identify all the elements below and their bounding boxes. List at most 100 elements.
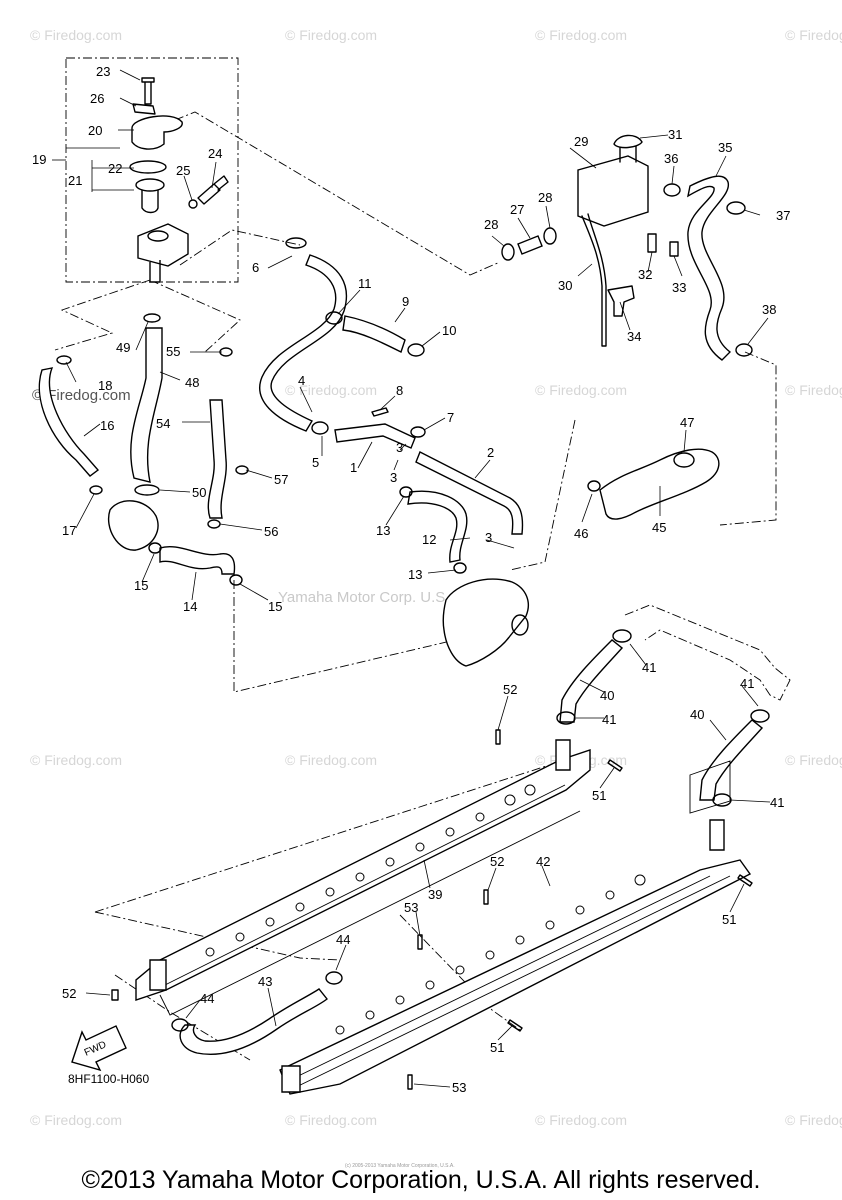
clamp-36 <box>663 183 681 197</box>
callout-55: 55 <box>166 344 180 359</box>
callout-24: 24 <box>208 146 222 161</box>
callout-26: 26 <box>90 91 104 106</box>
callout-37: 37 <box>776 208 790 223</box>
cooling-rail-42 <box>279 819 752 1095</box>
screw-53b <box>407 1074 413 1090</box>
clamp-13a <box>399 486 413 498</box>
guide-line-lower-left <box>233 580 456 693</box>
watermark-firedog: © Firedog.com <box>285 382 377 398</box>
bracket-34 <box>607 285 635 317</box>
screw-52b <box>483 889 489 905</box>
lower-hose-43 <box>171 971 343 1055</box>
callout-18: 18 <box>98 378 112 393</box>
callout-13: 13 <box>376 523 390 538</box>
clip-26 <box>132 103 156 115</box>
thermostat-21 <box>135 178 165 192</box>
clamp-44b <box>325 971 343 985</box>
clamp-7 <box>410 426 426 438</box>
watermark-firedog: © Firedog.com <box>285 27 377 43</box>
callout-56: 56 <box>264 524 278 539</box>
callout-15: 15 <box>134 578 148 593</box>
callout-54: 54 <box>156 416 170 431</box>
hose-16 <box>38 367 100 477</box>
tank-29 <box>577 155 649 227</box>
clamp-17 <box>89 485 103 495</box>
callout-40: 40 <box>690 707 704 722</box>
clamp-28a <box>501 243 515 261</box>
copyright-footer: ©2013 Yamaha Motor Corporation, U.S.A. A… <box>81 1166 761 1194</box>
guide-line-drain <box>399 914 521 1031</box>
callout-13: 13 <box>408 567 422 582</box>
callout-30: 30 <box>558 278 572 293</box>
cap-31 <box>613 134 643 149</box>
fwd-arrow: FWD <box>71 1025 127 1072</box>
guide-line-right <box>719 351 777 526</box>
callout-35: 35 <box>718 140 732 155</box>
callout-23: 23 <box>96 64 110 79</box>
watermark-firedog: © Firedog.com <box>785 752 842 768</box>
callout-11: 11 <box>358 276 372 291</box>
callout-40: 40 <box>600 688 614 703</box>
callout-31: 31 <box>668 127 682 142</box>
screw-52a <box>495 729 501 745</box>
guide-line-rail-front <box>94 759 566 913</box>
thermostat-spring <box>141 189 159 214</box>
guide-line-mid <box>509 419 576 571</box>
left-hoses <box>38 313 249 586</box>
callout-38: 38 <box>762 302 776 317</box>
rail-42-outlet <box>281 1065 301 1093</box>
guide-line-center <box>149 279 241 353</box>
guide-line-rail-bottom <box>114 974 251 1061</box>
callout-25: 25 <box>176 163 190 178</box>
callout-51: 51 <box>490 1040 504 1055</box>
callout-39: 39 <box>428 887 442 902</box>
hose-9 <box>342 315 406 353</box>
callout-21: 21 <box>68 173 82 188</box>
callout-36: 36 <box>664 151 678 166</box>
callout-16: 16 <box>100 418 114 433</box>
callout-14: 14 <box>183 599 197 614</box>
callout-3: 3 <box>396 440 403 455</box>
clamp-41d <box>712 793 732 807</box>
callout-41: 41 <box>602 712 616 727</box>
callout-27: 27 <box>510 202 524 217</box>
housing-port <box>147 230 169 242</box>
clamp-28b <box>543 227 557 245</box>
rail-42-body <box>279 859 752 1095</box>
rail-39-flange <box>159 784 581 1016</box>
hose-40-upper <box>559 639 624 723</box>
callout-46: 46 <box>574 526 588 541</box>
watermark-firedog: © Firedog.com <box>285 752 377 768</box>
hose-27 <box>517 235 543 255</box>
clamp-41b <box>556 711 576 725</box>
clamp-46 <box>587 480 601 492</box>
hose-30 <box>581 213 607 347</box>
callout-43: 43 <box>258 974 272 989</box>
callout-51: 51 <box>722 912 736 927</box>
hose-45 <box>599 448 720 520</box>
callout-51: 51 <box>592 788 606 803</box>
fine-print: (c) 2005-2013 Yamaha Motor Corporation, … <box>345 1163 455 1169</box>
callout-22: 22 <box>108 161 122 176</box>
callout-53: 53 <box>452 1080 466 1095</box>
thermostat-cover-20 <box>131 115 183 150</box>
clamp-18 <box>56 355 72 365</box>
reservoir-assembly <box>501 134 753 520</box>
callout-4: 4 <box>298 373 305 388</box>
callout-52: 52 <box>490 854 504 869</box>
riser-hoses <box>556 629 770 814</box>
callout-52: 52 <box>503 682 517 697</box>
screw-51a <box>607 759 623 772</box>
guide-line-bracket <box>624 604 791 701</box>
callout-6: 6 <box>252 260 259 275</box>
bolt-8 <box>371 407 389 417</box>
thermostat-assembly <box>129 77 229 283</box>
rail-39-outlet <box>149 959 167 991</box>
callout-42: 42 <box>536 854 550 869</box>
clamp-56 <box>207 519 221 529</box>
hose-54 <box>207 399 227 519</box>
callout-19: 19 <box>32 152 46 167</box>
screw-51b <box>737 874 753 887</box>
callout-3: 3 <box>390 470 397 485</box>
callout-41: 41 <box>770 795 784 810</box>
